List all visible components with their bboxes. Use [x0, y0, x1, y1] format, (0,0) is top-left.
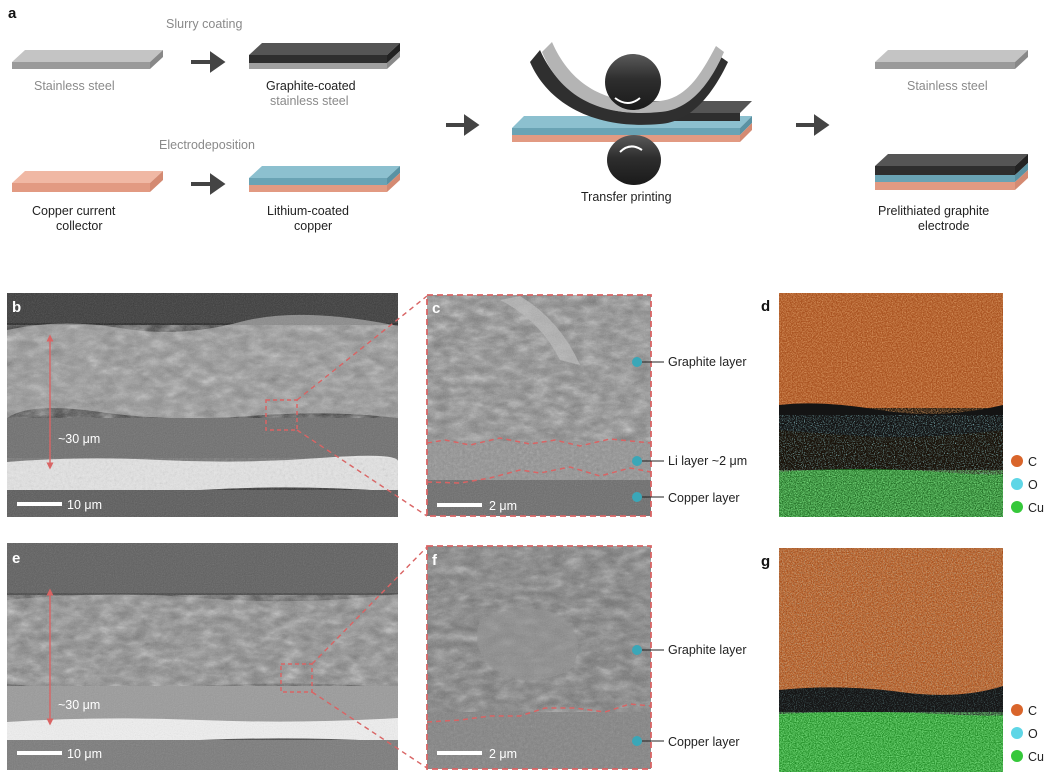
panel-g-eds-map — [779, 548, 1006, 772]
scale-label-e: 10 μm — [67, 747, 102, 761]
stainless-steel-output-label: Stainless steel — [907, 79, 988, 93]
graphite-layer-label-f: Graphite layer — [668, 643, 747, 657]
legend-swatch-carbon — [1011, 704, 1023, 716]
legend-label-carbon: C — [1028, 704, 1037, 718]
panel-letter-a: a — [8, 5, 17, 22]
stainless-steel-slab — [12, 50, 163, 69]
legend-swatch-copper — [1011, 501, 1023, 513]
li-layer-label-c: Li layer ~2 μm — [668, 454, 747, 468]
copper-layer-label-f: Copper layer — [668, 735, 740, 749]
legend-swatch-carbon — [1011, 455, 1023, 467]
panel-e-sem-image — [7, 543, 398, 770]
legend-swatch-copper — [1011, 750, 1023, 762]
legend-label-carbon: C — [1028, 455, 1037, 469]
panel-letter-e: e — [12, 550, 20, 567]
panel-letter-d: d — [761, 298, 770, 315]
scale-bar-e — [17, 751, 62, 755]
stainless-steel-label: Stainless steel — [34, 79, 115, 93]
thickness-label-b: ~30 μm — [58, 432, 100, 446]
scale-bar-b — [17, 502, 62, 506]
panel-c-sem-image — [427, 295, 651, 516]
arrow-right-icon — [191, 177, 222, 191]
prelithiated-label-2: electrode — [918, 219, 969, 233]
legend-label-copper: Cu — [1028, 750, 1044, 764]
graphite-coated-label-2: stainless steel — [270, 94, 349, 108]
legend-swatch-oxygen — [1011, 727, 1023, 739]
copper-collector-label-1: Copper current — [32, 204, 116, 218]
panel-b-sem-image — [7, 293, 398, 517]
graphite-coated-label-1: Graphite-coated — [266, 79, 356, 93]
slurry-coating-label: Slurry coating — [166, 17, 242, 31]
arrow-right-icon — [446, 118, 476, 132]
panel-f-sem-image — [427, 546, 651, 769]
panel-letter-g: g — [761, 553, 770, 570]
copper-collector-label-2: collector — [56, 219, 103, 233]
scale-label-c: 2 μm — [489, 499, 517, 513]
copper-collector-slab — [12, 171, 163, 192]
legend-d: C O Cu — [1011, 455, 1044, 515]
transfer-printing-label: Transfer printing — [581, 190, 672, 204]
scale-label-f: 2 μm — [489, 747, 517, 761]
scale-bar-c — [437, 503, 482, 507]
prelithiated-label-1: Prelithiated graphite — [878, 204, 989, 218]
stainless-steel-output-slab — [875, 50, 1028, 69]
arrow-right-icon — [191, 55, 222, 69]
panel-letter-b: b — [12, 299, 21, 316]
panel-a: a Slurry coating Stainless steel Graphit… — [8, 5, 1028, 233]
arrow-right-icon — [796, 118, 826, 132]
electrodeposition-label: Electrodeposition — [159, 138, 255, 152]
graphite-layer-label-c: Graphite layer — [668, 355, 747, 369]
thickness-label-e: ~30 μm — [58, 698, 100, 712]
scale-bar-f — [437, 751, 482, 755]
graphite-coated-steel-slab — [249, 43, 400, 69]
panel-letter-c: c — [432, 300, 440, 317]
copper-layer-label-c: Copper layer — [668, 491, 740, 505]
legend-swatch-oxygen — [1011, 478, 1023, 490]
legend-label-oxygen: O — [1028, 478, 1038, 492]
legend-g: C O Cu — [1011, 704, 1044, 764]
scale-label-b: 10 μm — [67, 498, 102, 512]
panel-d-eds-map — [779, 293, 1006, 517]
legend-label-copper: Cu — [1028, 501, 1044, 515]
transfer-printing-illustration — [512, 42, 752, 185]
lithium-coated-label-2: copper — [294, 219, 332, 233]
lithium-coated-copper-slab — [249, 166, 400, 192]
prelithiated-electrode-slab — [875, 154, 1028, 190]
legend-label-oxygen: O — [1028, 727, 1038, 741]
lithium-coated-label-1: Lithium-coated — [267, 204, 349, 218]
